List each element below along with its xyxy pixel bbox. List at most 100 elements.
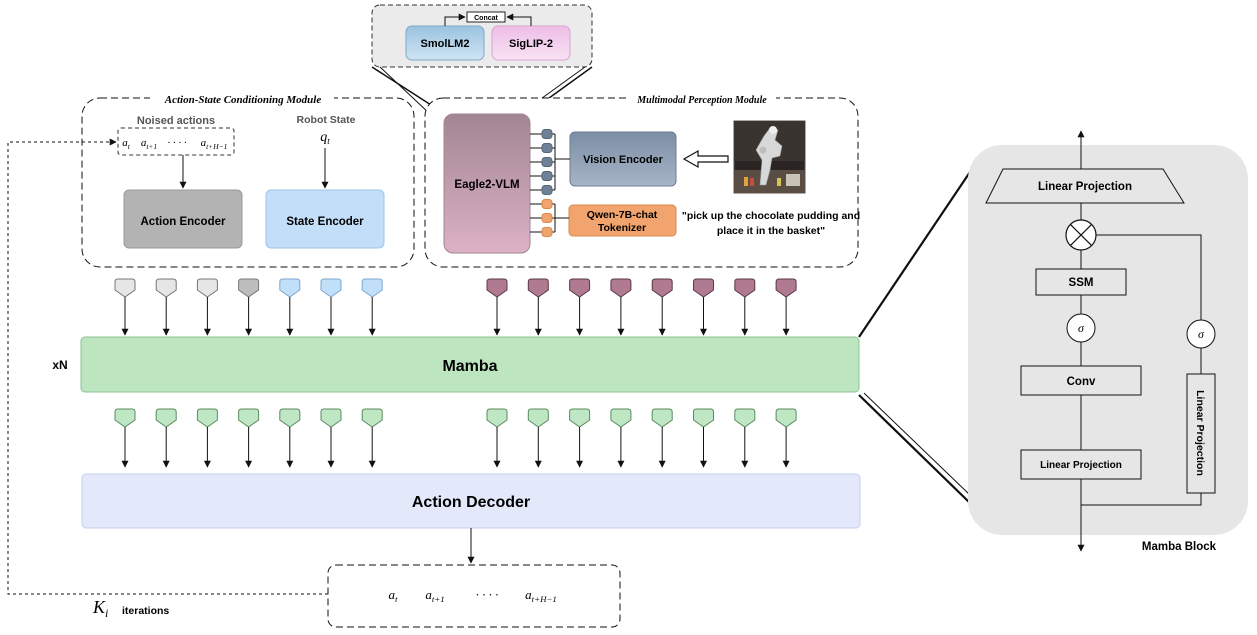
repeat-label: xN — [52, 358, 67, 372]
mamba-output-tokens — [114, 408, 797, 468]
multimodal-perception-module: Multimodal Perception Module Eagle2-VLM … — [424, 92, 860, 268]
perception-token — [610, 278, 632, 298]
action-token: at+H−1 — [201, 137, 228, 151]
action-decoder-label: Action Decoder — [412, 494, 530, 511]
mamba-box — [80, 336, 860, 393]
robot-scene-image — [733, 120, 806, 194]
concat-box — [466, 11, 506, 23]
noised-actions-box — [117, 127, 235, 156]
conditioning-token — [320, 278, 342, 298]
conditioning-token — [155, 278, 177, 298]
mamba-block-title: Mamba Block — [1142, 541, 1217, 553]
mamba-output-token — [361, 408, 383, 428]
siglip-label: SigLIP-2 — [509, 38, 553, 50]
mamba-output-token — [238, 408, 260, 428]
conditioning-token — [238, 278, 260, 298]
instruction-text-line1: "pick up the chocolate pudding and — [682, 210, 860, 222]
vision-token-port — [541, 185, 553, 195]
action-encoder-box — [123, 189, 243, 249]
mamba-output-token — [114, 408, 136, 428]
action-token: at+H−1 — [525, 587, 557, 604]
conditioning-token — [279, 278, 301, 298]
perception-token — [651, 278, 673, 298]
action-token: at — [389, 587, 399, 604]
mamba-output-token — [486, 408, 508, 428]
eagle2-vlm-box — [443, 113, 531, 254]
action-encoder-label: Action Encoder — [141, 216, 227, 228]
mamba-output-token — [693, 408, 714, 428]
tokenizer-box — [568, 204, 677, 237]
side-linear-projection-box — [1186, 373, 1216, 494]
sigma-node-side — [1186, 319, 1216, 349]
top-linear-projection-box — [985, 168, 1185, 204]
mamba-block-bg — [968, 145, 1248, 535]
mamba-label: Mamba — [442, 358, 497, 375]
iterations-label: iterations — [122, 605, 169, 617]
action-token: at+1 — [141, 137, 157, 151]
tokenizer-label-line1: Qwen-7B-chat — [587, 209, 658, 221]
vision-token-port — [541, 143, 553, 153]
output-action-sequence: at at+1 · · · · at+H−1 — [389, 587, 557, 604]
noised-action-tokens: at at+1 · · · · at+H−1 — [122, 137, 227, 151]
vision-token-port — [541, 129, 553, 139]
sigma-label-main: σ — [1078, 321, 1085, 335]
side-linear-projection-label: Linear Projection — [1194, 390, 1206, 476]
vision-token-port — [541, 157, 553, 167]
text-token-port — [541, 227, 553, 237]
mamba-block-detail: Linear Projection SSM σ Conv Linear Proj… — [968, 130, 1248, 553]
mamba-output-token — [279, 408, 301, 428]
perception-module-title: Multimodal Perception Module — [636, 95, 767, 106]
conditioning-token — [114, 278, 136, 298]
conditioning-module-title: Action-State Conditioning Module — [164, 94, 322, 106]
perception-token — [527, 278, 549, 298]
vision-token-port — [541, 171, 553, 181]
perception-token — [734, 278, 756, 298]
bottom-linear-projection-label: Linear Projection — [1040, 460, 1122, 471]
vision-encoder-label: Vision Encoder — [583, 154, 664, 166]
mamba-output-token — [527, 408, 549, 428]
state-encoder-label: State Encoder — [286, 216, 364, 228]
perception-token — [693, 278, 714, 298]
mamba-output-token — [320, 408, 342, 428]
multiply-node — [1065, 219, 1097, 251]
vlm-zoom-panel: SmolLM2 SigLIP-2 Concat — [371, 4, 593, 115]
perception-token — [775, 278, 797, 298]
text-token-port — [541, 213, 553, 223]
robot-state-label: Robot State — [297, 114, 356, 126]
mamba-output-token — [734, 408, 756, 428]
mamba-input-tokens — [114, 278, 797, 336]
robot-state-symbol: qt — [320, 130, 330, 146]
mamba-output-token — [569, 408, 591, 428]
action-token: · · · · — [167, 137, 187, 149]
perception-token — [486, 278, 508, 298]
conditioning-token — [196, 278, 218, 298]
mamba-output-token — [775, 408, 797, 428]
instruction-text-line2: place it in the basket" — [717, 225, 825, 237]
output-actions-box — [327, 564, 621, 628]
conv-box — [1020, 365, 1142, 396]
concat-label: Concat — [474, 15, 498, 22]
sigma-label-side: σ — [1198, 327, 1205, 341]
iterations-symbol: Ki — [92, 597, 108, 620]
tokenizer-label-line2: Tokenizer — [598, 222, 646, 234]
noised-actions-label: Noised actions — [137, 115, 215, 127]
top-linear-projection-label: Linear Projection — [1038, 181, 1132, 193]
iteration-feedback-arrow — [7, 138, 328, 595]
conv-label: Conv — [1067, 376, 1096, 388]
action-token: · · · · — [476, 587, 499, 602]
action-token: at+1 — [425, 587, 444, 604]
mamba-output-token — [610, 408, 632, 428]
eagle2-vlm-label: Eagle2-VLM — [454, 179, 519, 191]
perception-token — [569, 278, 591, 298]
conditioning-token — [361, 278, 383, 298]
smollm-label: SmolLM2 — [421, 38, 470, 50]
mamba-output-token — [651, 408, 673, 428]
sigma-node-main — [1066, 313, 1096, 343]
state-encoder-box — [265, 189, 385, 249]
image-to-encoder-arrow — [682, 149, 729, 169]
action-state-conditioning-module: Action-State Conditioning Module Noised … — [81, 92, 415, 268]
ssm-label: SSM — [1069, 277, 1094, 289]
mamba-output-token — [196, 408, 218, 428]
action-token: at — [122, 137, 131, 151]
